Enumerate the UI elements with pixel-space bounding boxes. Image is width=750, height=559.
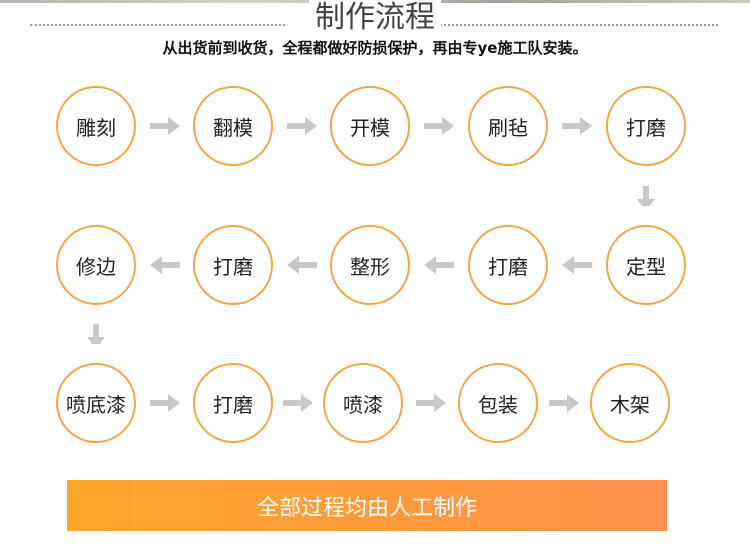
- arrow-right-icon: [560, 116, 594, 136]
- process-step: 整形: [330, 225, 410, 305]
- process-step: 喷漆: [323, 363, 403, 443]
- arrow-left-icon: [422, 255, 456, 275]
- arrow-right-icon: [422, 116, 456, 136]
- arrow-right-icon: [148, 393, 182, 413]
- process-step: 开模: [330, 86, 410, 166]
- dotted-divider-right: [440, 24, 718, 26]
- process-step: 翻模: [193, 86, 273, 166]
- process-step: 打磨: [193, 225, 273, 305]
- page-title: 制作流程: [0, 0, 750, 36]
- arrow-right-icon: [414, 393, 448, 413]
- process-step: 喷底漆: [56, 363, 136, 443]
- banner-text: 全部过程均由人工制作: [256, 495, 477, 521]
- page-subtitle: 从出货前到收货，全程都做好防损保护，再由专ye施工队安装。: [162, 39, 588, 57]
- process-step: 刷毡: [468, 86, 548, 166]
- arrow-left-icon: [285, 255, 319, 275]
- arrow-right-icon: [281, 393, 315, 413]
- process-step: 打磨: [606, 86, 686, 166]
- arrow-left-icon: [148, 255, 182, 275]
- process-step: 打磨: [468, 225, 548, 305]
- arrow-down-icon: [629, 181, 663, 211]
- arrow-left-icon: [560, 255, 594, 275]
- dotted-divider-left: [30, 24, 285, 26]
- arrow-right-icon: [148, 116, 182, 136]
- process-step: 包装: [458, 363, 538, 443]
- arrow-right-icon: [285, 116, 319, 136]
- process-step: 定型: [606, 225, 686, 305]
- arrow-right-icon: [547, 393, 581, 413]
- arrow-down-icon: [79, 319, 113, 349]
- process-step: 打磨: [193, 363, 273, 443]
- handmade-banner: 全部过程均由人工制作: [67, 480, 667, 531]
- process-step: 雕刻: [56, 86, 136, 166]
- process-step: 木架: [590, 363, 670, 443]
- process-step: 修边: [56, 225, 136, 305]
